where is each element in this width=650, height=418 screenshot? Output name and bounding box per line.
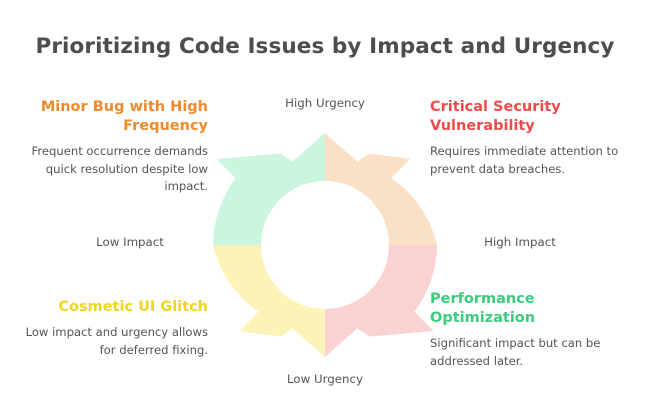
page-title: Prioritizing Code Issues by Impact and U… [35,34,615,59]
quadrant-bottom-right-description: Significant impact but can be addressed … [430,336,601,368]
cycle-arrow-bottom-left [213,245,325,357]
cycle-arrow-bottom-right [325,245,437,357]
cycle-segments [213,133,437,357]
cycle-diagram [213,133,437,357]
axis-label-low-urgency: Low Urgency [287,372,363,386]
quadrant-bottom-left-heading: Cosmetic UI Glitch [58,299,208,315]
quadrant-top-left-description: Frequent occurrence demands quick resolu… [31,144,208,194]
quadrant-bottom-left: Cosmetic UI Glitch Low impact and urgenc… [8,298,208,359]
cycle-diagram-svg [213,133,437,357]
cycle-arrow-top-left [213,133,325,245]
quadrant-bottom-right: Performance Optimization Significant imp… [430,290,630,370]
quadrant-top-left: Minor Bug with High Frequency Frequent o… [8,98,208,196]
axis-label-low-impact: Low Impact [96,235,164,249]
quadrant-top-right: Critical Security Vulnerability Requires… [430,98,630,178]
quadrant-bottom-right-heading: Performance Optimization [430,291,536,327]
quadrant-bottom-left-description: Low impact and urgency allows for deferr… [25,325,208,357]
cycle-arrow-top-right [325,133,437,245]
quadrant-top-left-heading: Minor Bug with High Frequency [40,99,208,135]
quadrant-top-right-heading: Critical Security Vulnerability [430,99,561,135]
quadrant-top-right-description: Requires immediate attention to prevent … [430,144,619,176]
axis-label-high-urgency: High Urgency [285,96,365,110]
axis-label-high-impact: High Impact [484,235,556,249]
